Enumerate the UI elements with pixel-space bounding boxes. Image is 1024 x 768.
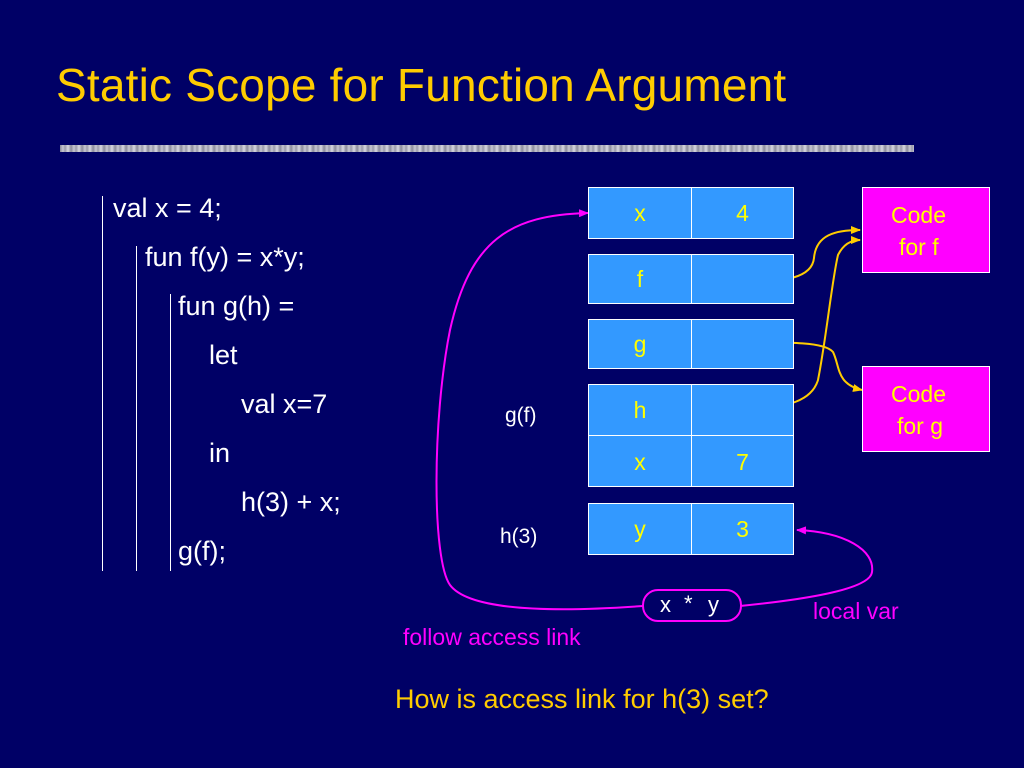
x-value: 4 <box>736 200 749 226</box>
local-var-arrow <box>739 526 874 607</box>
local-var-label: local var <box>813 598 899 624</box>
cell-y-name <box>588 503 692 555</box>
code-line-2: fun f(y) = x*y; <box>145 242 305 272</box>
code-line-5: val x=7 <box>241 389 328 419</box>
cell-y-value <box>691 503 794 555</box>
y-label: y <box>634 516 646 542</box>
code-box-g: Code for g <box>862 366 990 452</box>
follow-access-link-label: follow access link <box>403 624 581 650</box>
cell-x-value <box>691 187 794 239</box>
code-line-7: h(3) + x; <box>241 487 341 517</box>
x7-label: x <box>634 449 646 475</box>
code-line-3: fun g(h) = <box>178 291 295 321</box>
cell-h-value <box>691 384 794 436</box>
title-divider <box>60 145 914 152</box>
code-line-8: g(f); <box>178 536 227 566</box>
h-closure-arrow <box>741 236 861 411</box>
expression-left: x <box>660 592 671 617</box>
question-text: How is access link for h(3) set? <box>395 684 769 714</box>
slide-title: Static Scope for Function Argument <box>56 59 787 111</box>
y-value: 3 <box>736 516 749 542</box>
scope-bar-g <box>170 294 171 571</box>
code-box-f: Code for f <box>862 187 990 273</box>
f-label: f <box>636 266 644 292</box>
code-box-g-line2: for g <box>897 413 944 439</box>
expression-oval <box>642 589 742 622</box>
cell-x7-name <box>588 435 692 487</box>
g-label: g <box>633 331 647 357</box>
access-link-arrow <box>435 209 644 611</box>
code-box-f-line2: for f <box>899 234 939 260</box>
code-box-f-line1: Code <box>891 202 946 228</box>
cell-f-name <box>588 254 692 304</box>
code-box-g-line1: Code <box>891 381 946 407</box>
cell-x-name <box>588 187 692 239</box>
scope-bar-f <box>136 246 137 571</box>
cell-g-name <box>588 319 692 369</box>
x7-value: 7 <box>736 449 749 475</box>
x-label: x <box>634 200 646 226</box>
cell-g-value <box>691 319 794 369</box>
frame-label-gf: g(f) <box>505 404 537 427</box>
code-line-1: val x = 4; <box>113 193 222 223</box>
code-line-6: in <box>209 438 231 468</box>
expression-op: * <box>684 591 693 616</box>
h-label: h <box>633 397 647 423</box>
cell-x7-value <box>691 435 794 487</box>
cell-f-value <box>691 254 794 304</box>
scope-bar-outer <box>102 196 103 571</box>
code-line-4: let <box>209 340 238 370</box>
expression-right: y <box>708 592 719 617</box>
frame-label-h3: h(3) <box>500 525 538 548</box>
